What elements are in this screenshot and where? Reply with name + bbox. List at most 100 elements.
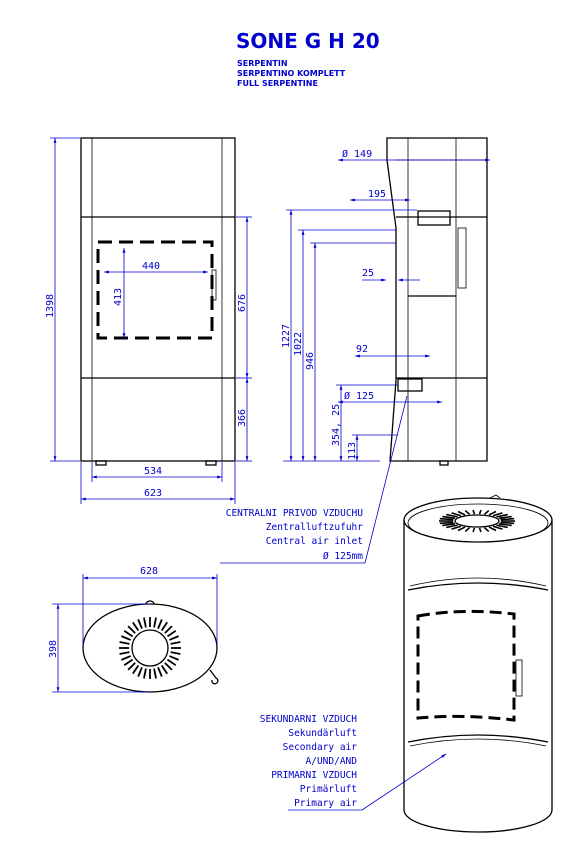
vent-slot <box>123 630 134 638</box>
dim-height-113: 113 <box>347 442 358 460</box>
vent-slot <box>119 651 130 655</box>
vent-slot <box>132 621 140 632</box>
vent-slot <box>170 651 181 655</box>
subtitle-full-serpentine: FULL SERPENTINE <box>237 79 318 88</box>
primary-air-label-de: Primärluft <box>300 784 357 795</box>
dim-total-height: 1398 <box>45 294 56 318</box>
air-inlet <box>397 378 423 392</box>
front-dimensions: 1398 440 413 676 366 534 623 <box>45 137 252 504</box>
vent-slot <box>160 621 168 632</box>
vent-slot <box>164 662 173 671</box>
secondary-air-label-de: Sekundärluft <box>288 728 357 739</box>
vent-slot <box>170 641 181 645</box>
vent-slot <box>143 668 147 679</box>
vent-slot <box>164 625 173 634</box>
dim-door-height: 676 <box>237 294 248 312</box>
vent-slot <box>446 513 458 518</box>
vent-slot <box>127 662 136 671</box>
vent-slot <box>492 512 503 517</box>
vent-slot <box>500 517 515 521</box>
perspective-vent-slots <box>439 509 515 533</box>
dim-height-1022: 1022 <box>293 332 304 356</box>
central-air-label-de: Zentralluftzufuhr <box>266 522 364 533</box>
dim-base-height: 366 <box>237 409 248 427</box>
vent-slot <box>500 521 515 525</box>
vent-slot <box>483 509 490 515</box>
vent-slot <box>472 509 476 515</box>
subtitle-serpentin: SERPENTIN <box>237 59 288 68</box>
dim-glass-width: 440 <box>142 261 160 272</box>
vent-slot <box>157 619 163 629</box>
vent-slot <box>464 509 471 515</box>
dim-glass-height: 413 <box>113 288 124 306</box>
vent-slot <box>464 527 471 533</box>
dim-top-width: 628 <box>140 566 158 577</box>
vent-slot <box>166 658 177 666</box>
subtitle-serpentino-komplett: SERPENTINO KOMPLETT <box>237 69 346 78</box>
vent-slot <box>488 510 497 516</box>
flue-outlet <box>417 210 451 226</box>
dim-flue-diameter: Ø 149 <box>342 148 372 160</box>
vent-slot <box>496 524 508 529</box>
side-dimensions: Ø 149 195 1227 1022 946 25 92 Ø 125 354,… <box>281 148 490 462</box>
vent-slot <box>166 630 177 638</box>
vent-slot <box>498 523 512 527</box>
perspective-view <box>403 494 553 833</box>
vent-slot <box>451 512 462 517</box>
vent-slot <box>439 517 454 521</box>
header: SONE G H 20 SERPENTIN SERPENTINO KOMPLET… <box>236 29 380 88</box>
vent-slot <box>132 664 140 675</box>
vent-slot <box>119 641 130 645</box>
central-air-label-en: Central air inlet <box>266 536 363 547</box>
vent-slot <box>457 510 466 516</box>
vent-slot <box>442 515 456 519</box>
vent-slot <box>478 509 482 515</box>
dim-top-depth: 398 <box>48 640 59 658</box>
vent-slot <box>451 525 462 530</box>
vent-slot <box>143 617 147 628</box>
primary-air-label-en: Primary air <box>294 798 357 809</box>
vent-slot <box>123 658 134 666</box>
vent-slot <box>121 655 131 661</box>
vent-slot <box>153 617 157 628</box>
vent-slot <box>160 664 168 675</box>
vent-slot <box>169 635 179 641</box>
dim-height-946: 946 <box>305 352 316 370</box>
vent-slot <box>492 525 503 530</box>
central-air-note: CENTRALNI PRIVOD VZDUCHU Zentralluftzufu… <box>220 395 408 564</box>
secondary-air-label-en: Secondary air <box>283 742 358 753</box>
vent-slot <box>169 655 179 661</box>
dim-92: 92 <box>356 344 368 355</box>
and-label: A/UND/AND <box>306 756 358 767</box>
top-view <box>82 600 219 693</box>
dim-height-1227: 1227 <box>281 324 292 348</box>
vent-slot <box>153 668 157 679</box>
central-air-diameter: Ø 125mm <box>323 551 363 562</box>
front-view <box>80 137 236 466</box>
primary-air-label-sl: PRIMARNI VZDUCH <box>271 770 357 781</box>
top-dimensions: 628 398 <box>48 566 218 693</box>
vent-slot <box>457 526 466 532</box>
dim-flue-offset: 195 <box>368 189 386 200</box>
vent-slot <box>483 527 490 533</box>
vent-slot <box>496 513 508 518</box>
dim-inner-width: 534 <box>144 466 162 477</box>
vent-slot <box>478 527 482 533</box>
vent-slot <box>442 523 456 527</box>
dim-height-354: 354, 25 <box>331 404 342 446</box>
top-vent-slots <box>119 617 181 679</box>
vent-slot <box>498 515 512 519</box>
vent-slot <box>121 635 131 641</box>
vent-slot <box>137 619 143 629</box>
dim-outer-width: 623 <box>144 488 162 499</box>
central-air-label-sl: CENTRALNI PRIVOD VZDUCHU <box>226 508 364 519</box>
vent-slot <box>488 526 497 532</box>
secondary-air-note: SEKUNDARNI VZDUCH Sekundärluft Secondary… <box>260 714 447 811</box>
secondary-air-label-sl: SEKUNDARNI VZDUCH <box>260 714 358 725</box>
product-title: SONE G H 20 <box>236 29 380 53</box>
vent-slot <box>446 524 458 529</box>
vent-slot <box>137 667 143 677</box>
vent-slot <box>157 667 163 677</box>
vent-slot <box>472 527 476 533</box>
